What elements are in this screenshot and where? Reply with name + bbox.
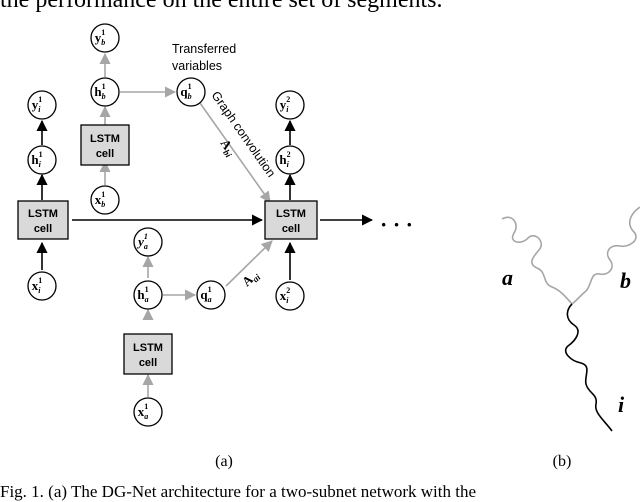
svg-text:h1b: h1b <box>94 82 105 101</box>
svg-text:LSTM: LSTM <box>90 133 120 145</box>
caption-a: (a) <box>215 453 233 470</box>
branch-diagram: a b i <box>501 206 640 432</box>
svg-text:LSTM: LSTM <box>276 208 306 220</box>
lstm-cell-i2: LSTM cell <box>264 200 318 240</box>
svg-text:x1a: x1a <box>138 402 149 421</box>
arrow-q-b1-to-lstm-i2 <box>199 102 271 203</box>
branch-label-a: a <box>502 265 513 290</box>
gray-arrows <box>99 52 273 397</box>
svg-text:y2i: y2i <box>280 95 291 114</box>
svg-text:h1a: h1a <box>137 285 148 304</box>
body-text-top: the performance on the entire set of seg… <box>0 0 443 13</box>
lstm-cell-i1: LSTM cell <box>17 200 69 240</box>
graph-convolution-label: Graph convolution <box>209 89 279 180</box>
branch-i-line <box>564 303 613 432</box>
lstm-cell-a: LSTM cell <box>123 333 173 375</box>
svg-text:q1b: q1b <box>180 82 191 101</box>
arrow-q-a1-to-lstm-i2 <box>225 240 273 287</box>
edge-label-a-bi: Abi <box>216 136 240 160</box>
svg-text:cell: cell <box>34 223 52 235</box>
svg-text:LSTM: LSTM <box>28 208 58 220</box>
svg-text:q1a: q1a <box>200 285 211 304</box>
figure-caption-text: Fig. 1. (a) The DG-Net architecture for … <box>0 482 477 501</box>
branch-label-b: b <box>620 268 631 293</box>
svg-text:x2i: x2i <box>280 286 291 305</box>
branch-label-i: i <box>618 392 625 417</box>
svg-text:h2i: h2i <box>279 150 290 169</box>
branch-b-line <box>571 206 640 305</box>
svg-text:cell: cell <box>139 357 157 369</box>
svg-text:y1b: y1b <box>95 28 106 47</box>
svg-text:cell: cell <box>96 148 114 160</box>
transferred-label-line2: variables <box>172 59 222 73</box>
lstm-cell-b: LSTM cell <box>80 124 130 166</box>
caption-b: (b) <box>553 453 572 470</box>
svg-text:x1b: x1b <box>95 190 106 209</box>
branch-a-line <box>501 216 573 305</box>
ellipsis: · · · <box>380 212 413 237</box>
svg-text:h1i: h1i <box>31 150 42 169</box>
svg-text:y1i: y1i <box>32 95 43 114</box>
svg-text:cell: cell <box>282 223 300 235</box>
svg-text:x1i: x1i <box>32 276 43 295</box>
svg-text:y1a: y1a <box>136 232 148 251</box>
transferred-label-line1: Transferred <box>172 42 236 56</box>
black-arrows <box>36 119 374 280</box>
svg-text:LSTM: LSTM <box>133 342 163 354</box>
